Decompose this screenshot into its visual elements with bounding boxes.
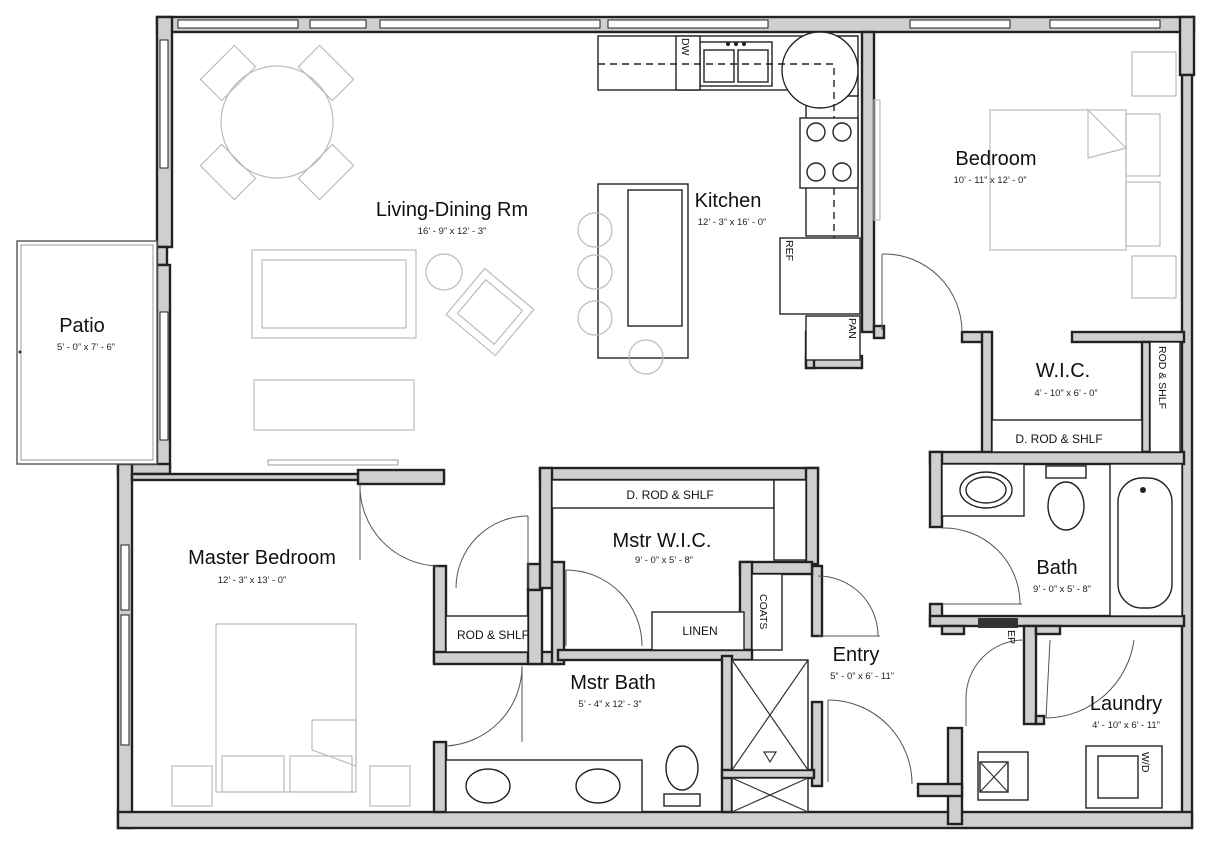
interior-walls: [130, 30, 1186, 826]
kitchen-dim: 12’ - 3” x 16’ - 0”: [698, 217, 766, 228]
ep-label: EP: [1005, 630, 1017, 644]
fixture-labels: DW REF PAN ROD & SHLF D. ROD & SHLF D. R…: [457, 38, 1168, 773]
ref-label: REF: [783, 240, 795, 261]
kitchen-fixtures: [577, 31, 861, 375]
master-bath-name: Mstr Bath: [570, 672, 656, 694]
master-bath-dim: 5’ - 4” x 12’ - 3”: [578, 699, 641, 710]
patio-name: Patio: [59, 315, 105, 337]
laundry-fixtures: [977, 745, 1163, 809]
pan-label: PAN: [846, 318, 858, 339]
master-bedroom-dim: 12’ - 3” x 13’ - 0”: [218, 575, 286, 586]
kitchen-name: Kitchen: [695, 190, 762, 212]
master-bedroom-furniture: [171, 623, 411, 807]
bedroom-furniture: [873, 51, 1177, 299]
doors: [359, 253, 1135, 785]
wic-dim: 4’ - 10” x 6’ - 0”: [1034, 388, 1097, 399]
master-wic-dim: 9’ - 0” x 5’ - 8”: [635, 555, 693, 566]
dw-label: DW: [679, 38, 691, 56]
patio: [16, 240, 158, 465]
windows: [120, 19, 1161, 746]
d-rod-shlf-master-label: D. ROD & SHLF: [626, 488, 713, 502]
laundry-dim: 4’ - 10” x 6’ - 11”: [1092, 720, 1160, 731]
coats-label: COATS: [757, 594, 769, 629]
entry-dim: 5” - 0” x 6’ - 11”: [830, 671, 894, 682]
bedroom-dim: 10’ - 11” x 12’ - 0”: [953, 175, 1026, 186]
closet-shelves: [445, 341, 1181, 653]
wic-name: W.I.C.: [1036, 360, 1090, 382]
wd-label: W/D: [1139, 752, 1151, 773]
linen-label: LINEN: [682, 624, 717, 638]
patio-dim: 5’ - 0” x 7’ - 6”: [57, 342, 115, 353]
living-furniture: [251, 249, 535, 431]
rod-shlf-vertical-label: ROD & SHLF: [1156, 346, 1168, 409]
living-dining-name: Living-Dining Rm: [376, 199, 528, 221]
master-bedroom-name: Master Bedroom: [188, 547, 336, 569]
living-dining-dim: 16’ - 9” x 12’ - 3”: [418, 226, 486, 237]
d-rod-shlf-wic-label: D. ROD & SHLF: [1015, 432, 1102, 446]
laundry-name: Laundry: [1090, 693, 1162, 715]
master-wic-name: Mstr W.I.C.: [613, 530, 712, 552]
entry-name: Entry: [833, 644, 880, 666]
dining-set: [199, 44, 355, 201]
bedroom-name: Bedroom: [955, 148, 1036, 170]
room-labels: Living-Dining Rm 16’ - 9” x 12’ - 3” Kit…: [57, 148, 1162, 731]
bath-dim: 9’ - 0” x 5’ - 8”: [1033, 584, 1091, 595]
bath-fixtures: [445, 463, 1183, 813]
rod-shlf-master-label: ROD & SHLF: [457, 628, 529, 642]
bath-name: Bath: [1036, 557, 1077, 579]
